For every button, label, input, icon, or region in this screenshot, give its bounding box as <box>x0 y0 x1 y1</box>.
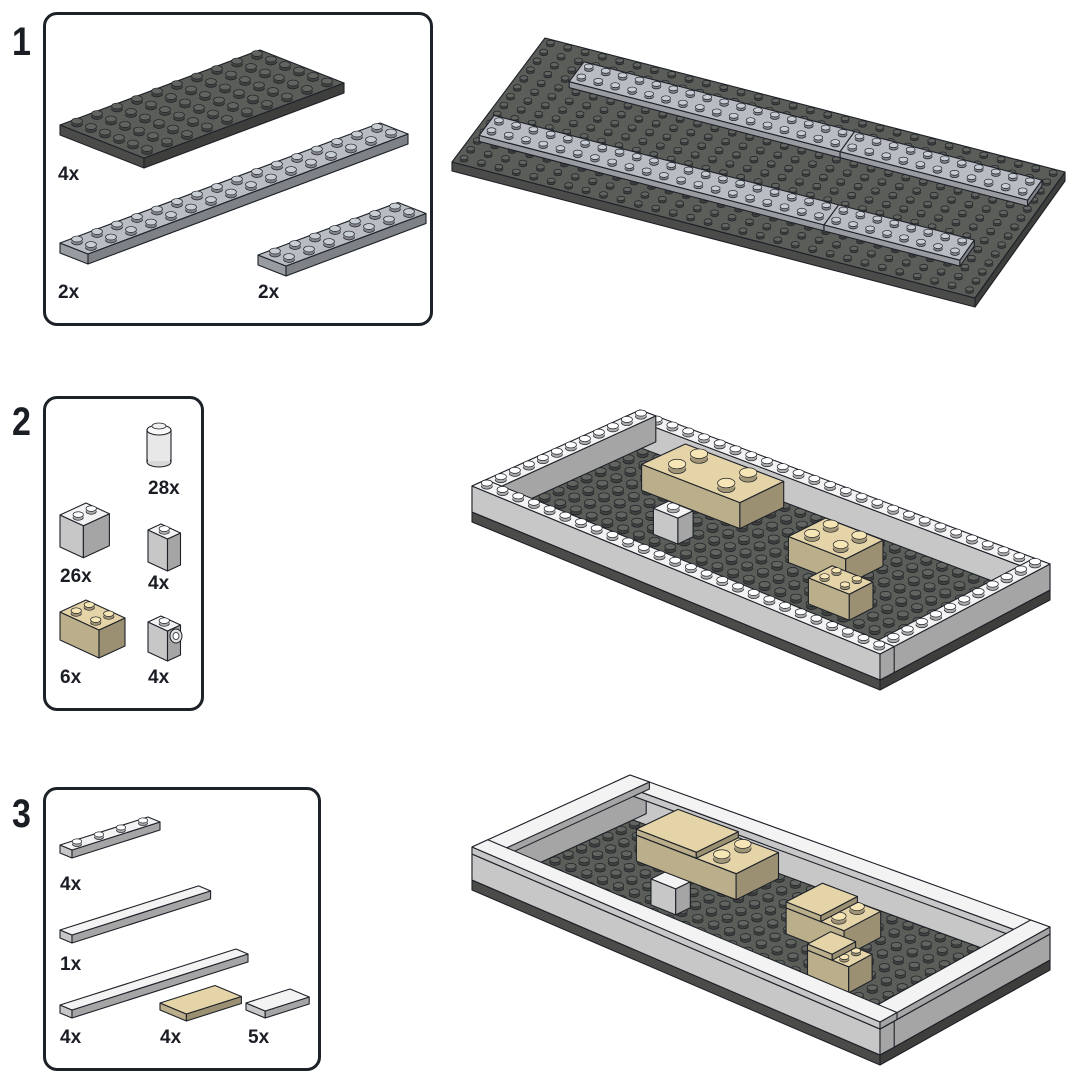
qty-tile-1x2: 5x <box>248 1027 270 1048</box>
qty-short-plate: 2x <box>258 282 280 303</box>
parts-box-step-1 <box>43 12 433 326</box>
qty-dark-plate: 4x <box>58 164 80 185</box>
white-brick-1x1 <box>147 523 182 572</box>
step-number-1: 1 <box>12 20 31 64</box>
qty-plate-1x4: 4x <box>60 874 82 895</box>
qty-long-plate: 2x <box>58 282 80 303</box>
tan-tile-2x2 <box>159 984 242 1022</box>
qty-brick-1x1: 4x <box>148 573 170 594</box>
white-brick-1x1-side-stud <box>147 615 183 662</box>
dark-gray-plate <box>59 49 345 169</box>
white-plate-1x4 <box>59 816 161 859</box>
tan-brick-2x2 <box>59 599 126 659</box>
step-1-assembly <box>451 37 1066 308</box>
qty-brick-1x2: 26x <box>60 566 92 587</box>
light-gray-short-plate <box>257 201 427 277</box>
white-tile-1x2 <box>245 988 310 1019</box>
white-tile-1x8 <box>59 948 249 1019</box>
white-tile-1x6 <box>59 885 212 944</box>
white-brick-1x2 <box>59 502 110 559</box>
step-number-3: 3 <box>12 792 31 836</box>
qty-tan-tile: 4x <box>160 1027 182 1048</box>
white-round-brick-1x1 <box>146 422 172 468</box>
parts-box-step-2 <box>43 396 204 711</box>
step-3-assembly <box>471 774 1051 1066</box>
qty-tile-1x6: 1x <box>60 954 82 975</box>
qty-tan-brick: 6x <box>60 667 82 688</box>
qty-tile-1x8: 4x <box>60 1027 82 1048</box>
qty-round-brick: 28x <box>148 478 180 499</box>
light-gray-long-plate <box>59 122 409 265</box>
qty-side-stud-brick: 4x <box>148 667 170 688</box>
step-number-2: 2 <box>12 400 31 444</box>
parts-box-step-3 <box>43 787 321 1071</box>
step-2-assembly <box>471 409 1051 691</box>
